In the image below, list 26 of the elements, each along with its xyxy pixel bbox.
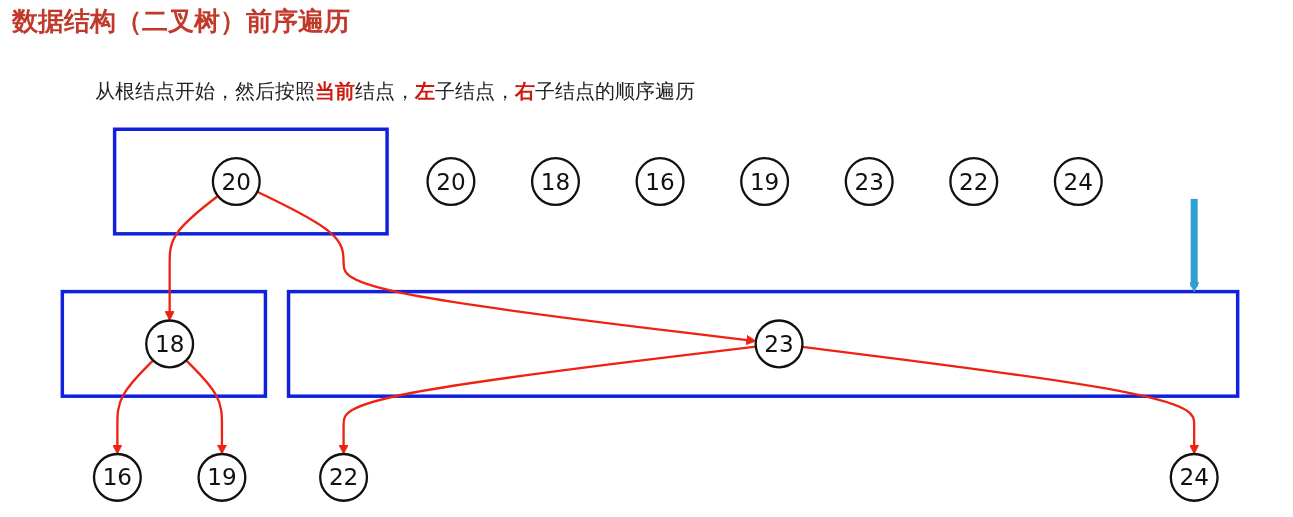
node-circle: 22 — [319, 452, 369, 502]
node-circle: 20 — [211, 157, 261, 207]
node-circle: 19 — [740, 157, 790, 207]
node-circle: 19 — [197, 452, 247, 502]
node-circle: 23 — [844, 157, 894, 207]
arrow — [802, 345, 1200, 455]
cluster — [112, 127, 389, 236]
node-circle: 16 — [635, 157, 685, 207]
node-circle: 18 — [145, 319, 195, 369]
arrow — [164, 195, 219, 321]
instruction-text: 从根结点开始，然后按照当前结点，左子结点，右子结点的顺序遍历 — [95, 78, 695, 105]
node-circle: 24 — [1053, 157, 1103, 207]
title: 数据结构（二叉树）前序遍历 — [12, 5, 350, 38]
arrow — [1189, 198, 1200, 293]
node-circle: 18 — [530, 157, 581, 207]
node-circle: 16 — [92, 452, 142, 502]
node-circle: 24 — [1169, 452, 1219, 502]
node-circle: 22 — [949, 157, 999, 207]
arrow — [256, 190, 757, 346]
arrow — [338, 345, 756, 455]
arrow — [185, 359, 228, 455]
cluster — [286, 289, 1240, 398]
node-circle: 23 — [754, 319, 804, 369]
cluster — [60, 289, 268, 398]
node-circle: 20 — [426, 157, 476, 207]
arrow — [112, 359, 154, 455]
